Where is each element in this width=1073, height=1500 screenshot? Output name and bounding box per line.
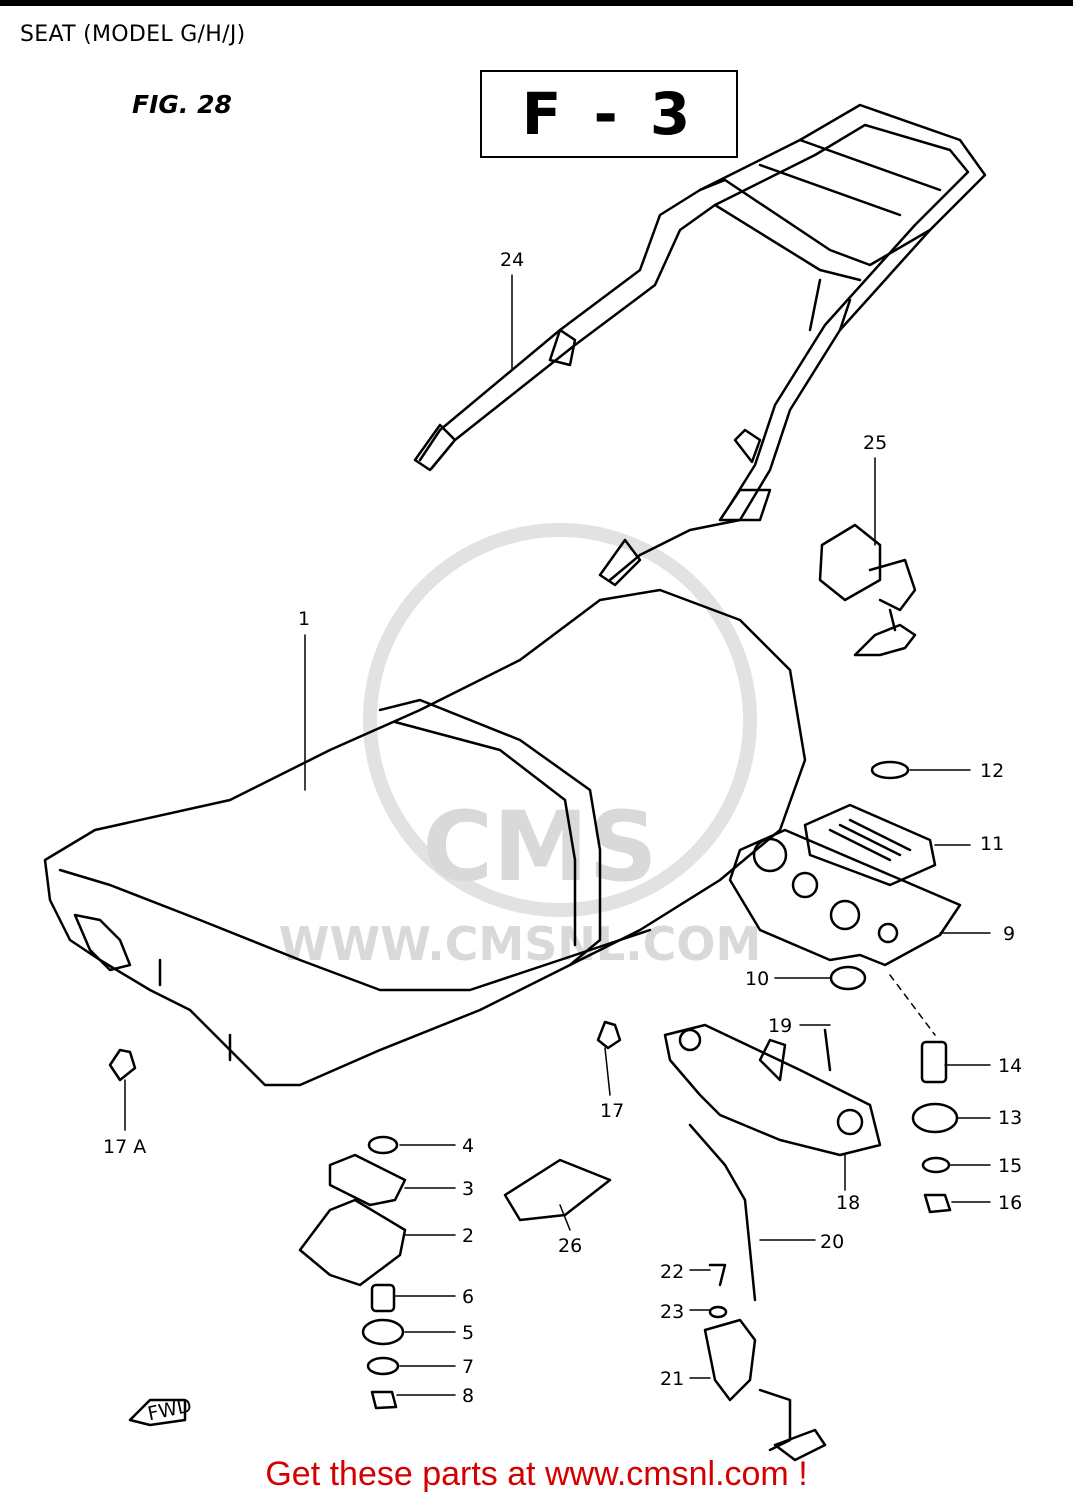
callout-18: 18 bbox=[836, 1192, 860, 1214]
callout-26: 26 bbox=[558, 1235, 582, 1257]
callout-25: 25 bbox=[863, 432, 887, 454]
part-6-collar bbox=[370, 1283, 396, 1313]
section-box: F - 3 bbox=[480, 70, 738, 158]
callout-10: 10 bbox=[745, 968, 769, 990]
callout-12: 12 bbox=[980, 760, 1004, 782]
callout-20: 20 bbox=[820, 1231, 844, 1253]
callout-14: 14 bbox=[998, 1055, 1022, 1077]
callout-6: 6 bbox=[462, 1286, 474, 1308]
callout-labels: 1 2 3 4 5 6 7 8 9 10 11 12 13 14 15 16 1… bbox=[103, 249, 1022, 1425]
callout-23: 23 bbox=[660, 1301, 684, 1323]
figure-number: FIG. 28 bbox=[132, 90, 232, 119]
leader-lines bbox=[124, 274, 991, 1396]
part-8-nut bbox=[370, 1390, 398, 1410]
callout-13: 13 bbox=[998, 1107, 1022, 1129]
part-13-cushion bbox=[911, 1102, 959, 1134]
callout-2: 2 bbox=[462, 1225, 474, 1247]
callout-3: 3 bbox=[462, 1178, 474, 1200]
callout-15: 15 bbox=[998, 1155, 1022, 1177]
part-11-bracket bbox=[803, 803, 937, 887]
watermark-text: WWW.CMSNL.COM bbox=[279, 917, 762, 971]
footer-link-text[interactable]: Get these parts at www.cmsnl.com ! bbox=[265, 1455, 808, 1493]
callout-17a: 17 A bbox=[103, 1136, 146, 1158]
part-2-bracket bbox=[298, 1198, 407, 1287]
part-23-washer bbox=[708, 1305, 728, 1319]
part-1-seat bbox=[43, 588, 807, 1087]
part-24-rear-carrier bbox=[413, 103, 987, 587]
part-16-nut bbox=[923, 1193, 952, 1214]
watermark: CMS WWW.CMSNL.COM bbox=[279, 523, 762, 971]
callout-17: 17 bbox=[600, 1100, 624, 1122]
part-15-washer bbox=[921, 1156, 951, 1174]
callout-16: 16 bbox=[998, 1192, 1022, 1214]
part-17-stopper bbox=[596, 1020, 622, 1050]
callout-24: 24 bbox=[500, 249, 524, 271]
watermark-logo: CMS bbox=[422, 791, 657, 903]
part-5-cushion bbox=[361, 1318, 405, 1346]
top-rule bbox=[0, 0, 1073, 6]
callout-21: 21 bbox=[660, 1368, 684, 1390]
callout-11: 11 bbox=[980, 833, 1004, 855]
part-10-cushion bbox=[829, 965, 867, 991]
callout-22: 22 bbox=[660, 1261, 684, 1283]
callout-4: 4 bbox=[462, 1135, 474, 1157]
callout-1: 1 bbox=[298, 608, 310, 630]
part-26-label bbox=[503, 1158, 612, 1222]
part-14-collar bbox=[920, 1040, 948, 1084]
part-17a-stopper bbox=[108, 1048, 137, 1082]
callout-9: 9 bbox=[1003, 923, 1015, 945]
part-25-seat-lock bbox=[818, 523, 917, 657]
part-18-hinge bbox=[663, 1023, 882, 1157]
part-4-washer bbox=[367, 1135, 399, 1155]
part-19-screw bbox=[823, 1028, 832, 1072]
part-9-plate bbox=[728, 828, 962, 967]
callout-8: 8 bbox=[462, 1385, 474, 1407]
part-20-cable bbox=[688, 1123, 757, 1302]
fwd-arrow-icon bbox=[128, 1398, 187, 1427]
callout-5: 5 bbox=[462, 1322, 474, 1344]
part-7-washer bbox=[366, 1356, 400, 1376]
page-title: SEAT (MODEL G/H/J) bbox=[20, 22, 246, 47]
callout-7: 7 bbox=[462, 1356, 474, 1378]
part-22-bolt bbox=[708, 1263, 727, 1287]
part-3-plate bbox=[328, 1153, 407, 1207]
callout-19: 19 bbox=[768, 1015, 792, 1037]
part-21-lock bbox=[703, 1318, 827, 1462]
part-12-washer bbox=[870, 760, 910, 780]
